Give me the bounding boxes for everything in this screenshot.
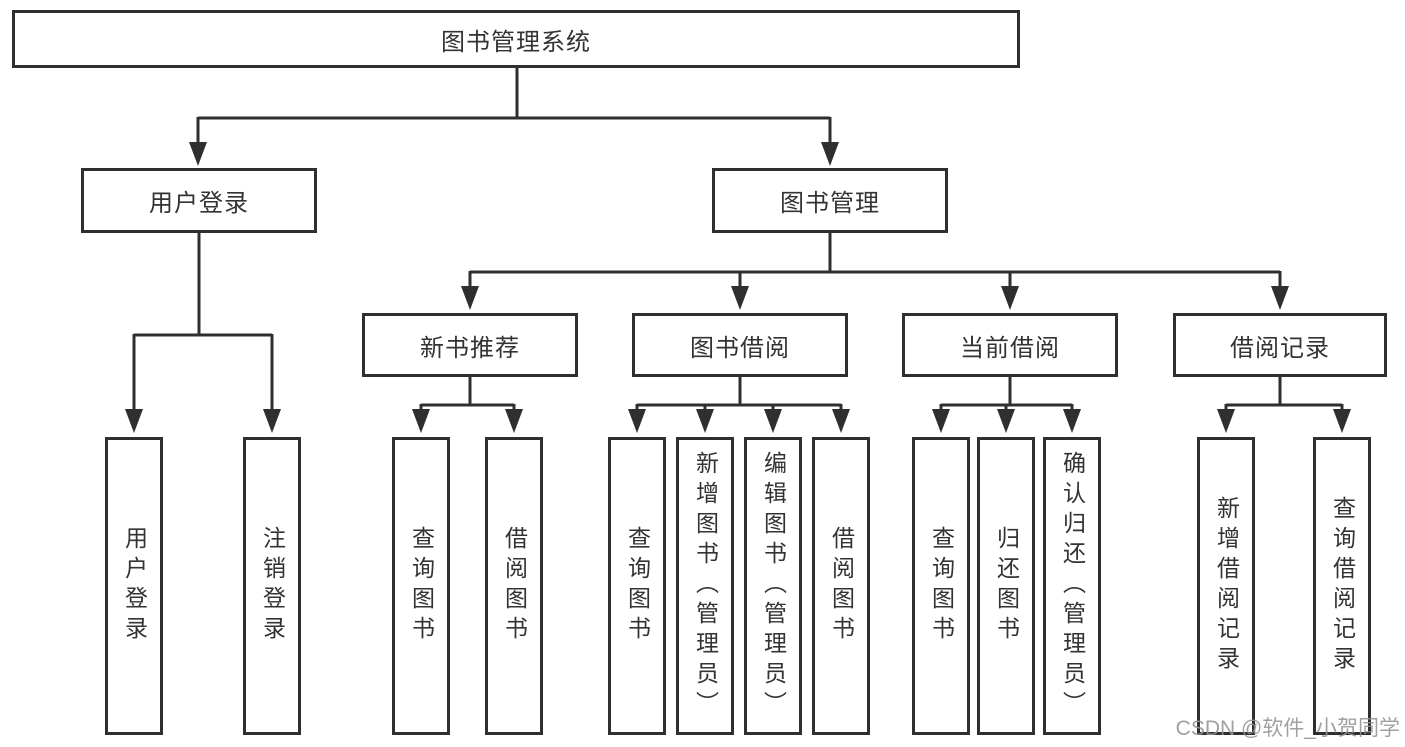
node-new-book-recommend: 新书推荐: [362, 313, 578, 377]
node-root-label: 图书管理系统: [441, 28, 591, 56]
leaf-add-books-admin: 新增图书（管理员）: [676, 437, 734, 735]
node-current-borrowing-label: 当前借阅: [960, 334, 1060, 362]
leaf-borrow-books-borrowing: 借阅图书: [812, 437, 870, 735]
leaf-borrow-books-recommend: 借阅图书: [485, 437, 543, 735]
leaf-add-borrow-record: 新增借阅记录: [1197, 437, 1255, 735]
leaf-query-books-borrowing-label: 查询图书: [624, 526, 651, 646]
leaf-query-books-current-label: 查询图书: [928, 526, 955, 646]
csdn-watermark: CSDN @软件_小贺同学: [1175, 717, 1400, 740]
leaf-user-login: 用户登录: [105, 437, 163, 735]
leaf-edit-books-admin-label: 编辑图书（管理员）: [760, 451, 787, 721]
leaf-logout-label: 注销登录: [259, 526, 286, 646]
node-root: 图书管理系统: [12, 10, 1020, 68]
node-user-login-label: 用户登录: [149, 190, 249, 217]
node-current-borrowing: 当前借阅: [902, 313, 1118, 377]
node-new-book-recommend-label: 新书推荐: [420, 334, 520, 362]
leaf-user-login-label: 用户登录: [121, 526, 148, 646]
leaf-add-borrow-record-label: 新增借阅记录: [1213, 496, 1240, 676]
leaf-query-books-borrowing: 查询图书: [608, 437, 666, 735]
leaf-return-books-label: 归还图书: [993, 526, 1020, 646]
leaf-query-books-recommend-label: 查询图书: [408, 526, 435, 646]
node-borrowing-records: 借阅记录: [1173, 313, 1387, 377]
leaf-edit-books-admin: 编辑图书（管理员）: [744, 437, 802, 735]
leaf-query-borrow-record: 查询借阅记录: [1313, 437, 1371, 735]
leaf-query-borrow-record-label: 查询借阅记录: [1329, 496, 1356, 676]
node-book-borrowing-label: 图书借阅: [690, 334, 790, 362]
leaf-borrow-books-recommend-label: 借阅图书: [501, 526, 528, 646]
leaf-confirm-return-admin-label: 确认归还（管理员）: [1059, 451, 1086, 721]
node-book-management-label: 图书管理: [780, 190, 880, 217]
leaf-add-books-admin-label: 新增图书（管理员）: [692, 451, 719, 721]
node-borrowing-records-label: 借阅记录: [1230, 334, 1330, 362]
leaf-query-books-recommend: 查询图书: [392, 437, 450, 735]
leaf-confirm-return-admin: 确认归还（管理员）: [1043, 437, 1101, 735]
leaf-return-books: 归还图书: [977, 437, 1035, 735]
leaf-logout: 注销登录: [243, 437, 301, 735]
node-book-borrowing: 图书借阅: [632, 313, 848, 377]
leaf-query-books-current: 查询图书: [912, 437, 970, 735]
node-book-management: 图书管理: [712, 168, 948, 233]
leaf-borrow-books-borrowing-label: 借阅图书: [828, 526, 855, 646]
node-user-login: 用户登录: [81, 168, 317, 233]
